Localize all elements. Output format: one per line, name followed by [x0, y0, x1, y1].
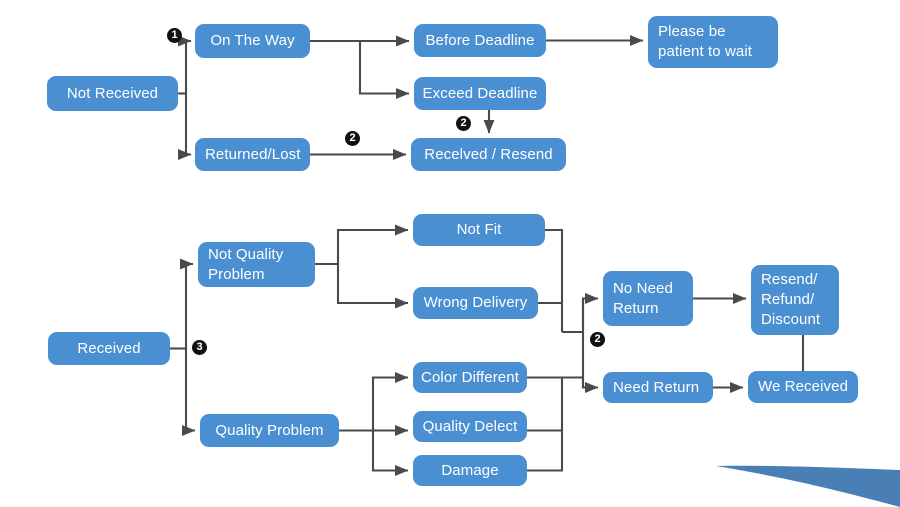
node-quality-problem[interactable]: Quality Problem [200, 414, 339, 447]
node-before-deadline[interactable]: Before Deadline [414, 24, 546, 57]
step-marker-3: 3 [192, 340, 207, 355]
wire-damage-bus [527, 377, 564, 472]
node-on-the-way[interactable]: On The Way [195, 24, 310, 58]
node-exceed-deadline[interactable]: Exceed Deadline [414, 77, 546, 110]
node-received[interactable]: Received [48, 332, 170, 365]
swoosh-shape [716, 465, 900, 507]
wire-split-exceeddeadline [358, 41, 410, 99]
node-received-resend[interactable]: Recelved / Resend [411, 138, 566, 171]
node-not-received[interactable]: Not Received [47, 76, 178, 111]
wire-split-damage [371, 430, 409, 476]
wire-split-notfit [336, 224, 409, 264]
wire-split-ontheway [177, 35, 192, 94]
node-please-be-patient[interactable]: Please be patient to wait [648, 16, 778, 68]
wire-bus-noneedreturn [562, 293, 599, 334]
node-not-quality-problem[interactable]: Not Quality Problem [198, 242, 315, 287]
node-quality-defect[interactable]: Quality Delect [413, 411, 527, 442]
node-no-need-return[interactable]: No Need Return [603, 271, 693, 326]
node-color-different[interactable]: Color Different [413, 362, 527, 393]
step-marker-2: 2 [456, 116, 471, 131]
wire-split-notqualityproblem [179, 258, 194, 349]
step-marker-2: 2 [590, 332, 605, 347]
wire-bus-needreturn [562, 376, 599, 393]
wire-split-qualityproblem [181, 348, 196, 436]
node-wrong-delivery[interactable]: Wrong Delivery [413, 287, 538, 319]
wire-split-colordifferent [371, 372, 409, 431]
node-returned-lost[interactable]: Returned/Lost [195, 138, 310, 171]
node-damage[interactable]: Damage [413, 455, 527, 486]
node-resend-refund[interactable]: Resend/ Refund/ Discount [751, 265, 839, 335]
node-not-fit[interactable]: Not Fit [413, 214, 545, 246]
step-marker-1: 1 [167, 28, 182, 43]
step-marker-2: 2 [345, 131, 360, 146]
wire-split-wrongdelivery [336, 264, 409, 309]
wire-notfit-bus [545, 228, 564, 332]
wire-split-returnedlost [177, 93, 192, 160]
node-we-received[interactable]: We Received [748, 371, 858, 403]
node-need-return[interactable]: Need Return [603, 372, 713, 403]
